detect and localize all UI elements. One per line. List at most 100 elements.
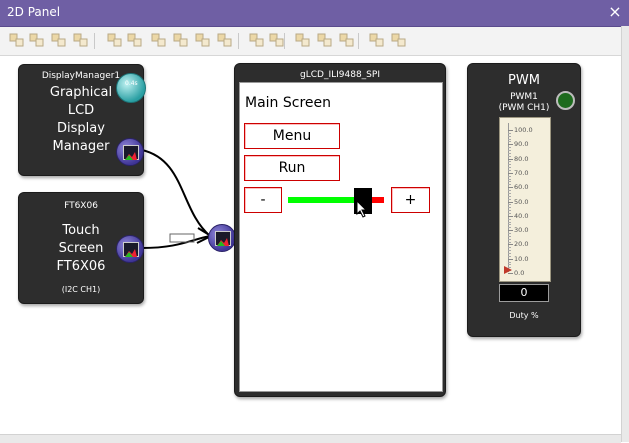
fit-icon[interactable] (390, 31, 408, 49)
wire-touch-to-lcd (141, 235, 211, 249)
gauge-minor-tick (508, 138, 511, 140)
menu-button[interactable]: Menu (244, 123, 340, 149)
gauge-minor-tick (508, 147, 511, 149)
gauge-tick (508, 244, 513, 246)
gauge-tick-label: 60.0 (514, 183, 529, 192)
distribute-h-icon[interactable] (248, 31, 266, 49)
gauge-tick (508, 158, 513, 160)
gauge-minor-tick (508, 141, 511, 143)
gauge-minor-tick (508, 204, 511, 206)
gauge-tick-label: 30.0 (514, 226, 529, 235)
gauge-minor-tick (508, 135, 511, 137)
align-left-icon[interactable] (106, 31, 124, 49)
plus-button[interactable]: + (391, 187, 430, 213)
touch-sub: (I2C CH1) (61, 285, 101, 294)
toolbar-separator (238, 33, 239, 49)
paste-icon[interactable] (50, 31, 68, 49)
pwm-unit-label: Duty % (509, 311, 539, 320)
window-title: 2D Panel (7, 5, 61, 19)
timer-icon: 0.4s (116, 73, 146, 103)
gauge-minor-tick (508, 224, 511, 226)
gauge-minor-tick (508, 212, 511, 214)
align-middle-icon[interactable] (194, 31, 212, 49)
gauge-tick-label: 10.0 (514, 254, 529, 263)
gauge-minor-tick (508, 155, 511, 157)
gauge-minor-tick (508, 198, 511, 200)
gauge-minor-tick (508, 207, 511, 209)
gauge-minor-tick (508, 255, 511, 257)
gauge-tick (508, 130, 513, 131)
toolbar-separator (94, 33, 95, 49)
size-both-icon[interactable] (338, 31, 356, 49)
gauge-pointer-icon (504, 266, 512, 274)
horizontal-scrollbar[interactable] (0, 434, 621, 443)
touch-line-3: FT6X06 (56, 259, 106, 274)
gauge-tick-label: 20.0 (514, 240, 529, 249)
gauge-minor-tick (508, 247, 511, 249)
image-icon (215, 231, 231, 246)
gauge-tick (508, 258, 513, 260)
gauge-tick (508, 172, 513, 174)
size-width-icon[interactable] (294, 31, 312, 49)
gauge-minor-tick (508, 181, 511, 183)
align-right-icon[interactable] (150, 31, 168, 49)
toolbar (0, 27, 629, 56)
gauge-minor-tick (508, 167, 511, 169)
gauge-minor-tick (508, 241, 511, 243)
lcd-title: gLCD_ILI9488_SPI (300, 70, 380, 80)
gauge-tick (508, 144, 513, 146)
align-bottom-icon[interactable] (216, 31, 234, 49)
cut-icon[interactable] (28, 31, 46, 49)
pwm-subtitle-2: (PWM CH1) (498, 103, 550, 113)
touch-line-1: Touch (62, 223, 100, 238)
image-icon (123, 242, 139, 257)
wire-display-to-lcd (141, 149, 211, 237)
gauge-minor-tick (508, 221, 511, 223)
touch-name: FT6X06 (64, 201, 98, 211)
pwm-gauge-axis (508, 123, 509, 272)
vertical-scrollbar[interactable] (621, 26, 629, 442)
gauge-minor-tick (508, 238, 511, 240)
lcd-input-pin[interactable] (208, 224, 236, 252)
gauge-minor-tick (508, 184, 511, 186)
gauge-minor-tick (508, 252, 511, 254)
distribute-v-icon[interactable] (268, 31, 286, 49)
gauge-tick (508, 215, 513, 217)
gauge-tick-label: 0.0 (514, 269, 525, 277)
display-manager-line-3: Display (57, 121, 105, 136)
gauge-tick (508, 201, 513, 203)
run-button[interactable]: Run (244, 155, 340, 181)
gauge-minor-tick (508, 161, 511, 163)
delete-icon[interactable] (72, 31, 90, 49)
size-height-icon[interactable] (316, 31, 334, 49)
display-manager-line-4: Manager (52, 139, 110, 154)
display-manager-node[interactable]: DisplayManager1 Graphical LCD Display Ma… (18, 64, 144, 176)
image-icon (123, 145, 139, 160)
touch-output-pin[interactable] (116, 235, 144, 263)
gauge-minor-tick (508, 195, 511, 197)
center-icon[interactable] (368, 31, 386, 49)
display-output-pin[interactable] (116, 138, 144, 166)
gauge-minor-tick (508, 132, 511, 134)
gauge-tick-label: 80.0 (514, 154, 529, 163)
gauge-tick (508, 230, 513, 232)
gauge-minor-tick (508, 232, 511, 234)
gauge-minor-tick (508, 261, 511, 263)
minus-button[interactable]: - (244, 187, 282, 213)
gauge-tick-label: 70.0 (514, 168, 529, 177)
pwm-subtitle-1: PWM1 (510, 92, 538, 102)
close-icon[interactable]: × (608, 2, 622, 21)
align-top-icon[interactable] (172, 31, 190, 49)
gauge-minor-tick (508, 210, 511, 212)
gauge-minor-tick (508, 152, 511, 154)
slider-track[interactable] (288, 197, 384, 203)
pwm-title: PWM (508, 73, 540, 88)
align-center-icon[interactable] (126, 31, 144, 49)
cursor-icon (356, 200, 368, 218)
gauge-tick-label: 40.0 (514, 211, 529, 220)
gauge-tick-label: 50.0 (514, 197, 529, 206)
copy-icon[interactable] (8, 31, 26, 49)
gauge-minor-tick (508, 235, 511, 237)
toolbar-separator (284, 33, 285, 49)
gauge-minor-tick (508, 164, 511, 166)
